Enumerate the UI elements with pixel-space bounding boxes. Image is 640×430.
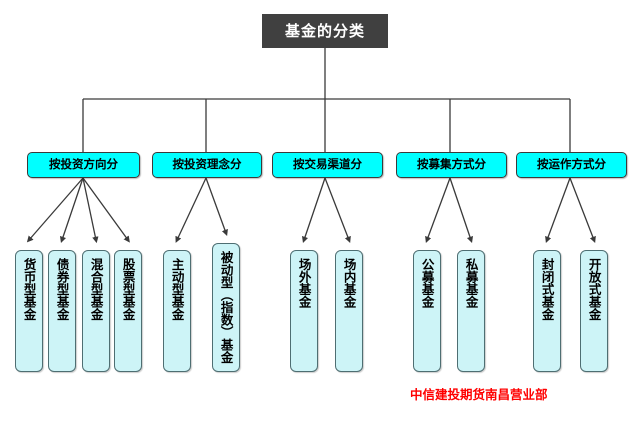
leaf-node-label: 被动型（指数）基金	[218, 251, 234, 364]
leaf-node-label: 私募基金	[463, 258, 479, 308]
leaf-node-label: 主动型基金	[169, 258, 185, 321]
leaf-node-label: 场内基金	[341, 258, 357, 308]
category-node-label: 按募集方式分	[417, 157, 486, 172]
category-node-operation-method[interactable]: 按运作方式分	[516, 152, 627, 178]
leaf-node-label: 开放式基金	[586, 258, 602, 321]
leaf-node-active-fund[interactable]: 主动型基金	[163, 250, 191, 372]
leaf-node-otc-fund[interactable]: 场外基金	[290, 250, 318, 372]
category-node-investment-philosophy[interactable]: 按投资理念分	[152, 152, 262, 178]
leaf-node-bond-fund[interactable]: 债券型基金	[48, 250, 76, 372]
leaf-node-passive-index-fund[interactable]: 被动型（指数）基金	[212, 243, 240, 372]
leaf-node-label: 混合型基金	[88, 258, 104, 321]
leaf-node-label: 货币型基金	[21, 258, 37, 321]
category-node-label: 按投资方向分	[49, 157, 118, 172]
watermark-text: 中信建投期货南昌营业部	[410, 387, 548, 402]
leaf-node-label: 债券型基金	[54, 258, 70, 321]
leaf-node-exchange-traded-fund[interactable]: 场内基金	[335, 250, 363, 372]
leaf-node-public-offering-fund[interactable]: 公募基金	[413, 250, 441, 372]
leaf-node-hybrid-fund[interactable]: 混合型基金	[82, 250, 110, 372]
leaf-node-label: 封闭式基金	[539, 258, 555, 321]
root-node: 基金的分类	[262, 14, 388, 48]
category-node-label: 按交易渠道分	[293, 157, 362, 172]
leaf-node-private-offering-fund[interactable]: 私募基金	[457, 250, 485, 372]
leaf-node-money-market-fund[interactable]: 货币型基金	[15, 250, 43, 372]
leaf-node-open-end-fund[interactable]: 开放式基金	[580, 250, 608, 372]
leaf-node-closed-end-fund[interactable]: 封闭式基金	[533, 250, 561, 372]
category-node-label: 按运作方式分	[537, 157, 606, 172]
leaf-node-label: 公募基金	[419, 258, 435, 308]
category-node-label: 按投资理念分	[172, 157, 242, 172]
leaf-node-label: 场外基金	[296, 258, 312, 308]
leaf-node-equity-fund[interactable]: 股票型基金	[114, 250, 142, 372]
category-node-trading-channel[interactable]: 按交易渠道分	[272, 152, 383, 178]
category-node-investment-direction[interactable]: 按投资方向分	[27, 152, 140, 178]
root-node-label: 基金的分类	[284, 21, 365, 40]
leaf-node-label: 股票型基金	[120, 258, 136, 321]
category-node-fundraising-method[interactable]: 按募集方式分	[396, 152, 507, 178]
